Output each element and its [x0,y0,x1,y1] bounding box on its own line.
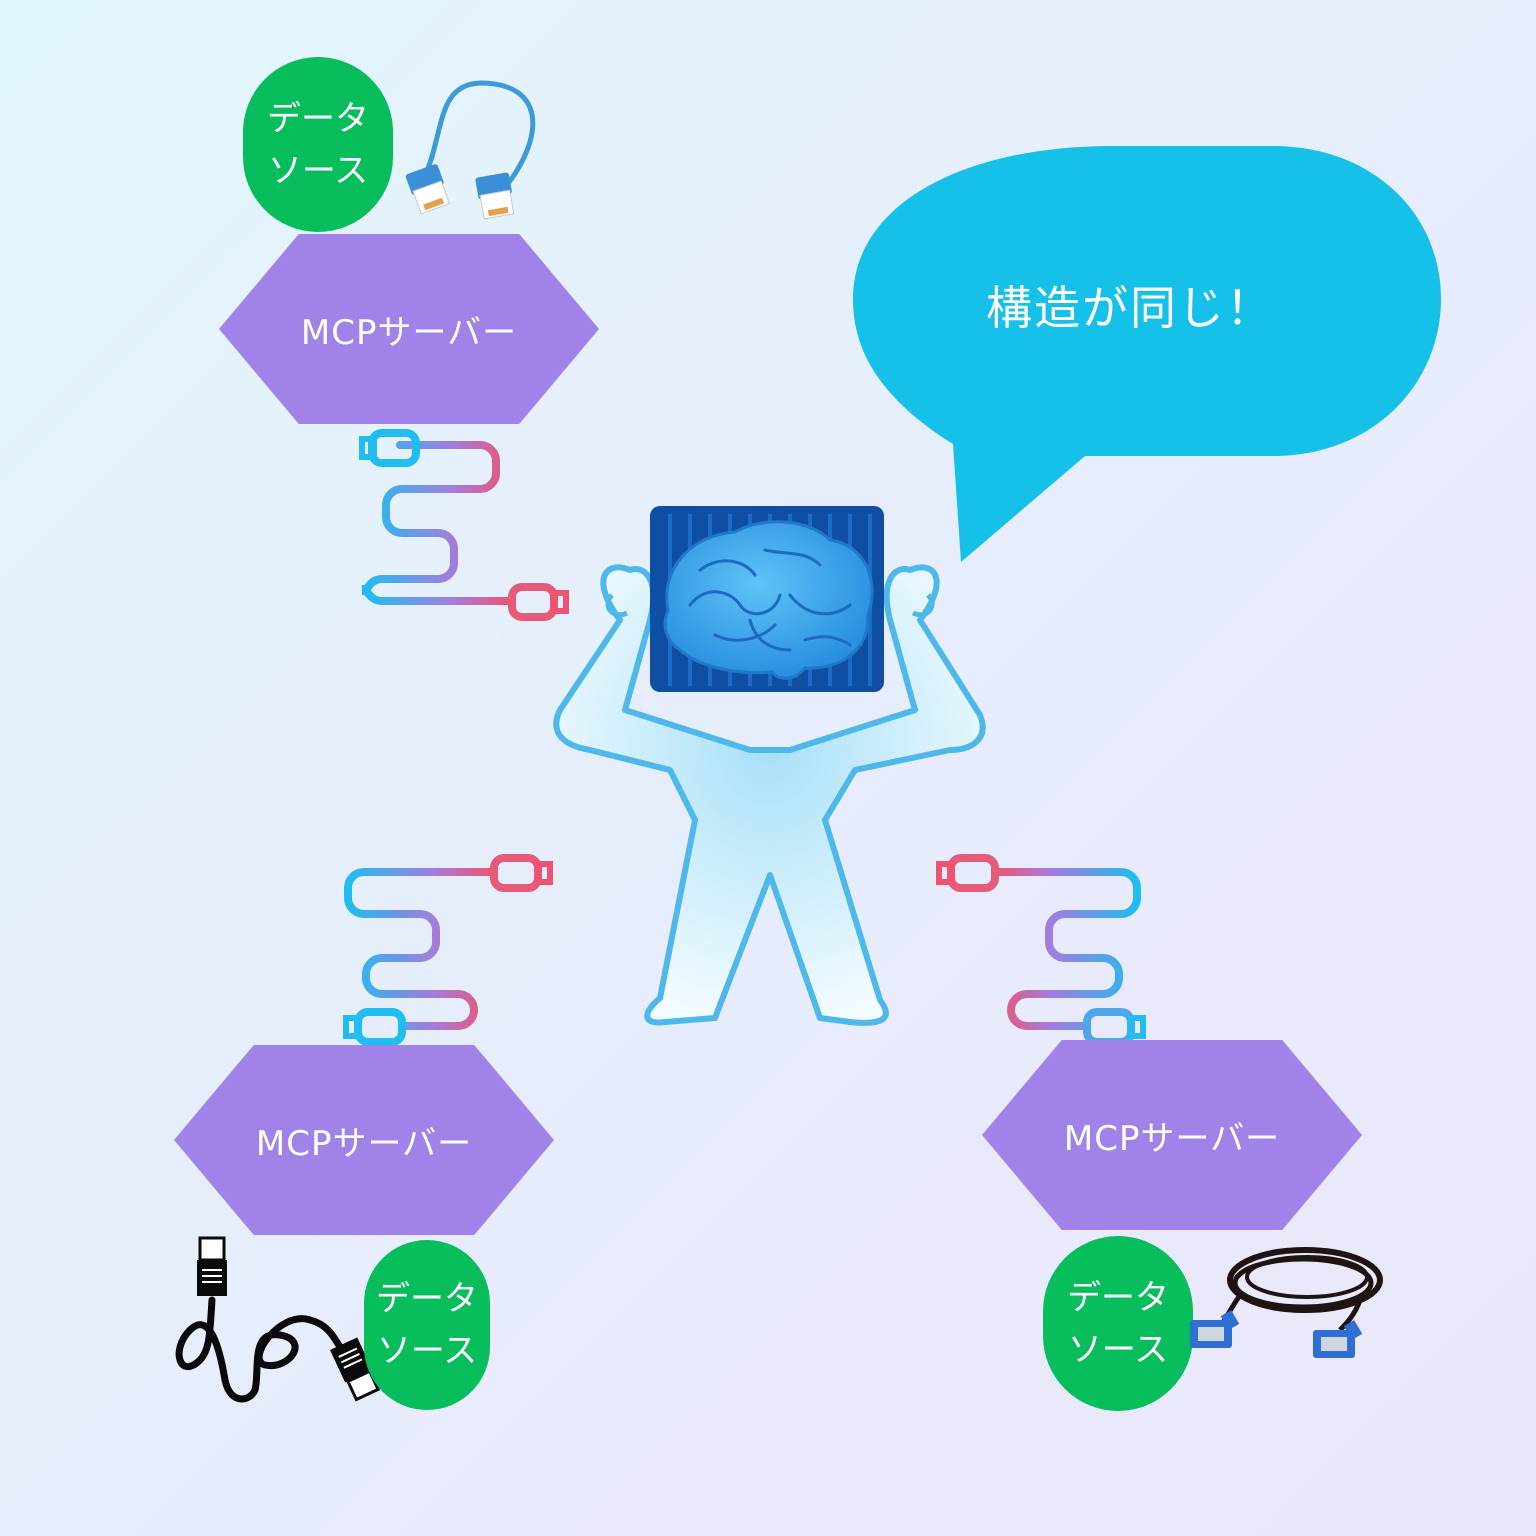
speech-bubble [853,146,1441,562]
lan-cable-icon [405,80,536,220]
usb-cable-icon [936,854,1146,1046]
data-source-label-line2: ソース [267,150,369,191]
mcp-server-top: MCPサーバー [219,234,599,424]
data-source-label-line2: ソース [1067,1329,1169,1370]
usb-cable-icon [343,854,553,1046]
data-source-top: データ ソース [243,57,393,232]
data-source-label-line1: データ [1067,1277,1169,1318]
vga-cable-icon [1190,1247,1383,1358]
hdmi-cable-icon [175,1236,381,1403]
ai-brain-figure-icon [553,506,986,1026]
mcp-server-label: MCPサーバー [300,312,518,353]
mcp-server-bottom-left: MCPサーバー [174,1045,554,1235]
data-source-bottom-right: データ ソース [1043,1236,1193,1411]
data-source-label-line1: データ [376,1279,478,1319]
mcp-server-label: MCPサーバー [1063,1118,1281,1159]
mcp-server-bottom-right: MCPサーバー [982,1040,1362,1230]
speech-bubble-text: 構造が同じ！ [986,281,1274,335]
mcp-server-label: MCPサーバー [255,1123,473,1164]
data-source-bottom-left: データ ソース [364,1240,490,1410]
usb-cable-icon [359,429,569,621]
data-source-label-line1: データ [267,98,369,139]
data-source-label-line2: ソース [376,1331,478,1371]
